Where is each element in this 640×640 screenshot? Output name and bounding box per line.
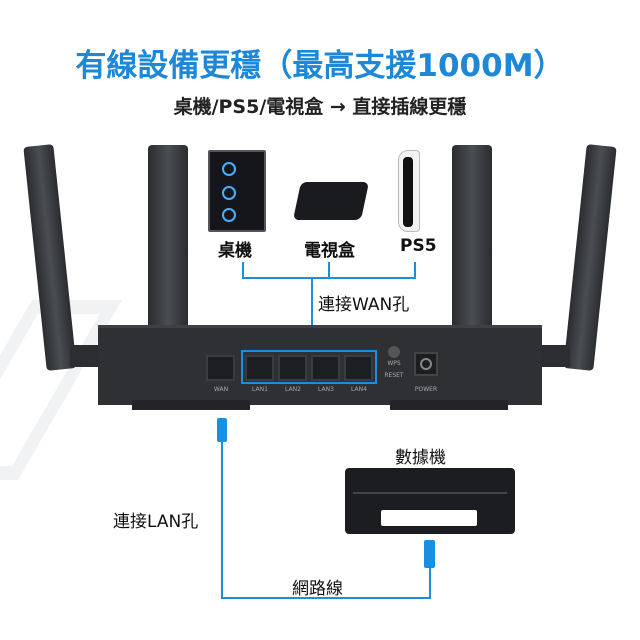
tv-box-image [292,182,370,220]
device-label-desktop: 桌機 [218,241,252,261]
wan-port [206,355,235,381]
network-cable [221,597,431,599]
router-foot-right [390,400,508,410]
connector-line [414,262,416,279]
port-label: WAN [213,386,229,393]
connector-line [242,262,244,279]
connector-line [242,277,416,279]
desktop-pc-image [208,150,266,232]
wps-reset-button[interactable] [388,346,400,358]
power-jack [414,352,438,376]
lan-ports-highlight [241,350,377,384]
reset-label: RESET [384,372,404,379]
wps-label: WPS [387,360,401,367]
ps5-image [398,150,420,232]
power-label: POWER [414,386,438,393]
network-cable [429,565,431,599]
port-label: LAN1 [252,386,268,393]
modem-label: 數據機 [395,448,446,468]
router-foot-left [132,400,250,410]
connector-line [328,262,330,279]
page-title: 有線設備更穩（最高支援1000M） [75,48,565,84]
port-label: LAN4 [351,386,367,393]
cable-annotation: 網路線 [292,579,343,599]
network-cable [221,440,223,598]
cable-plug-modem [424,540,435,568]
antenna-right-outer [563,144,617,371]
lan-port-1 [245,355,274,381]
lan-port-4 [344,355,373,381]
antenna-right-inner [452,145,492,335]
lan-port-2 [278,355,307,381]
device-label-ps5: PS5 [400,236,437,256]
device-label-tvbox: 電視盒 [304,241,355,261]
lan-annotation: 連接LAN孔 [113,512,199,532]
lan-port-3 [311,355,340,381]
antenna-left-inner [148,145,188,335]
wan-annotation: 連接WAN孔 [318,295,410,315]
port-label: LAN3 [318,386,334,393]
modem-image [345,468,515,534]
page-subtitle: 桌機/PS5/電視盒 → 直接插線更穩 [173,96,467,118]
port-label: LAN2 [285,386,301,393]
connector-line [311,277,313,343]
cable-plug-router [217,418,227,442]
